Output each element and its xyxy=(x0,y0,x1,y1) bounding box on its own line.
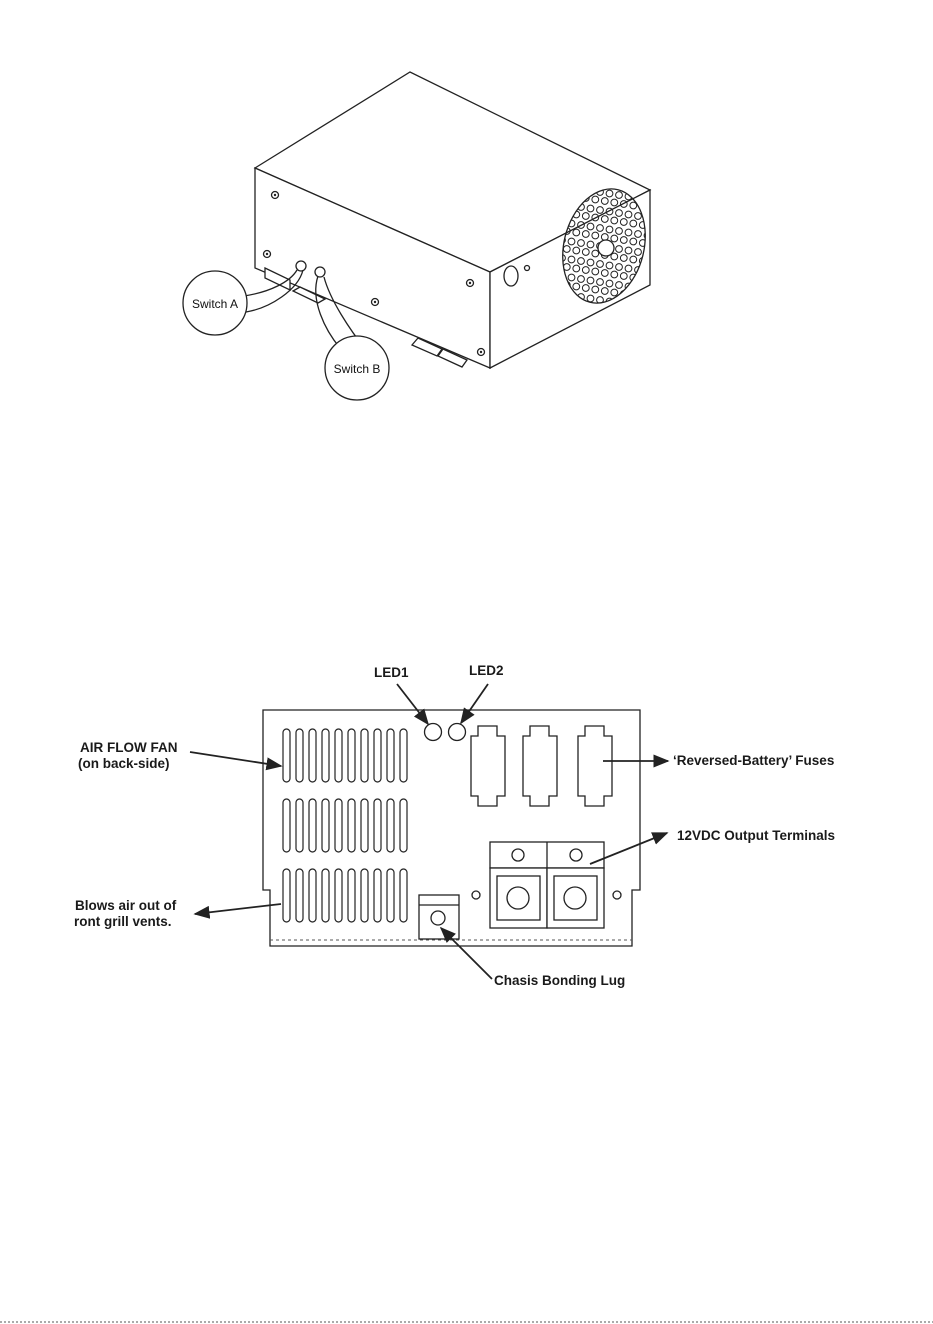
blows-air-sublabel: ront grill vents. xyxy=(74,914,172,929)
vent-slot xyxy=(374,799,381,852)
vent-slot xyxy=(361,729,368,782)
blows-air-label: Blows air out of xyxy=(75,898,177,913)
vent-slot xyxy=(374,729,381,782)
fan-hole xyxy=(625,301,632,308)
led1-arrow xyxy=(397,684,428,724)
led2-arrow xyxy=(461,684,488,723)
vent-slot xyxy=(387,869,394,922)
vent-slot xyxy=(309,729,316,782)
fan-hole xyxy=(639,294,646,301)
fuse-holder-1 xyxy=(471,726,505,806)
led1-label: LED1 xyxy=(374,665,409,680)
vent-slot xyxy=(309,869,316,922)
isometric-unit-drawing: Switch A Switch B xyxy=(183,72,657,400)
led2-indicator xyxy=(449,724,466,741)
fan-hole xyxy=(649,295,656,302)
blows-air-arrow xyxy=(195,904,281,914)
fan-hole xyxy=(639,312,646,319)
fan-hole xyxy=(630,310,637,317)
fan-hole xyxy=(620,309,627,316)
vent-slot xyxy=(348,799,355,852)
output-terminals-label: 12VDC Output Terminals xyxy=(677,828,835,843)
bonding-lug-arrow xyxy=(441,928,492,979)
switch-a-label: Switch A xyxy=(192,297,238,311)
fuse-holder-2 xyxy=(523,726,557,806)
chassis-bonding-lug xyxy=(419,895,459,939)
vent-slot xyxy=(335,799,342,852)
switch-b-label: Switch B xyxy=(334,362,381,376)
vent-slot xyxy=(361,799,368,852)
air-flow-fan-sublabel: (on back-side) xyxy=(78,756,170,771)
terminal-negative xyxy=(490,868,547,928)
fuses-label: ‘Reversed-Battery’ Fuses xyxy=(673,753,834,768)
vent-slot xyxy=(296,729,303,782)
vent-slot xyxy=(348,729,355,782)
vent-slot xyxy=(335,729,342,782)
bonding-lug-label: Chasis Bonding Lug xyxy=(494,973,625,988)
front-panel-diagram: LED1 LED2 AIR FLOW FAN (on back-side) Bl… xyxy=(74,663,835,988)
led1-indicator xyxy=(425,724,442,741)
fan-hole xyxy=(635,303,642,310)
vent-slot xyxy=(322,869,329,922)
vent-slot xyxy=(296,799,303,852)
fuse-holder-3 xyxy=(578,726,612,806)
vent-slot xyxy=(387,729,394,782)
fan-hole xyxy=(644,304,651,311)
vent-slot xyxy=(400,799,407,852)
vent-slots xyxy=(283,729,407,922)
fan-hole xyxy=(611,307,618,314)
vent-slot xyxy=(348,869,355,922)
vent-slot xyxy=(283,799,290,852)
vent-slot xyxy=(335,869,342,922)
output-terminals xyxy=(472,842,621,928)
vent-slot xyxy=(283,869,290,922)
vent-slot xyxy=(361,869,368,922)
air-flow-fan-label: AIR FLOW FAN xyxy=(80,740,178,755)
vent-slot xyxy=(400,869,407,922)
vent-slot xyxy=(374,869,381,922)
terminal-positive xyxy=(547,868,604,928)
led2-label: LED2 xyxy=(469,663,504,678)
switch-b-callout: Switch B xyxy=(325,336,389,400)
fan-hole xyxy=(649,313,656,320)
vent-slot xyxy=(322,799,329,852)
vent-slot xyxy=(322,729,329,782)
vent-slot xyxy=(283,729,290,782)
fuse-holders xyxy=(471,726,612,806)
vent-slot xyxy=(387,799,394,852)
vent-slot xyxy=(400,729,407,782)
panel-screw-right xyxy=(613,891,621,899)
air-flow-fan-arrow xyxy=(190,752,281,766)
vent-slot xyxy=(309,799,316,852)
vent-slot xyxy=(296,869,303,922)
panel-screw-left xyxy=(472,891,480,899)
switch-a-callout: Switch A xyxy=(183,271,247,335)
